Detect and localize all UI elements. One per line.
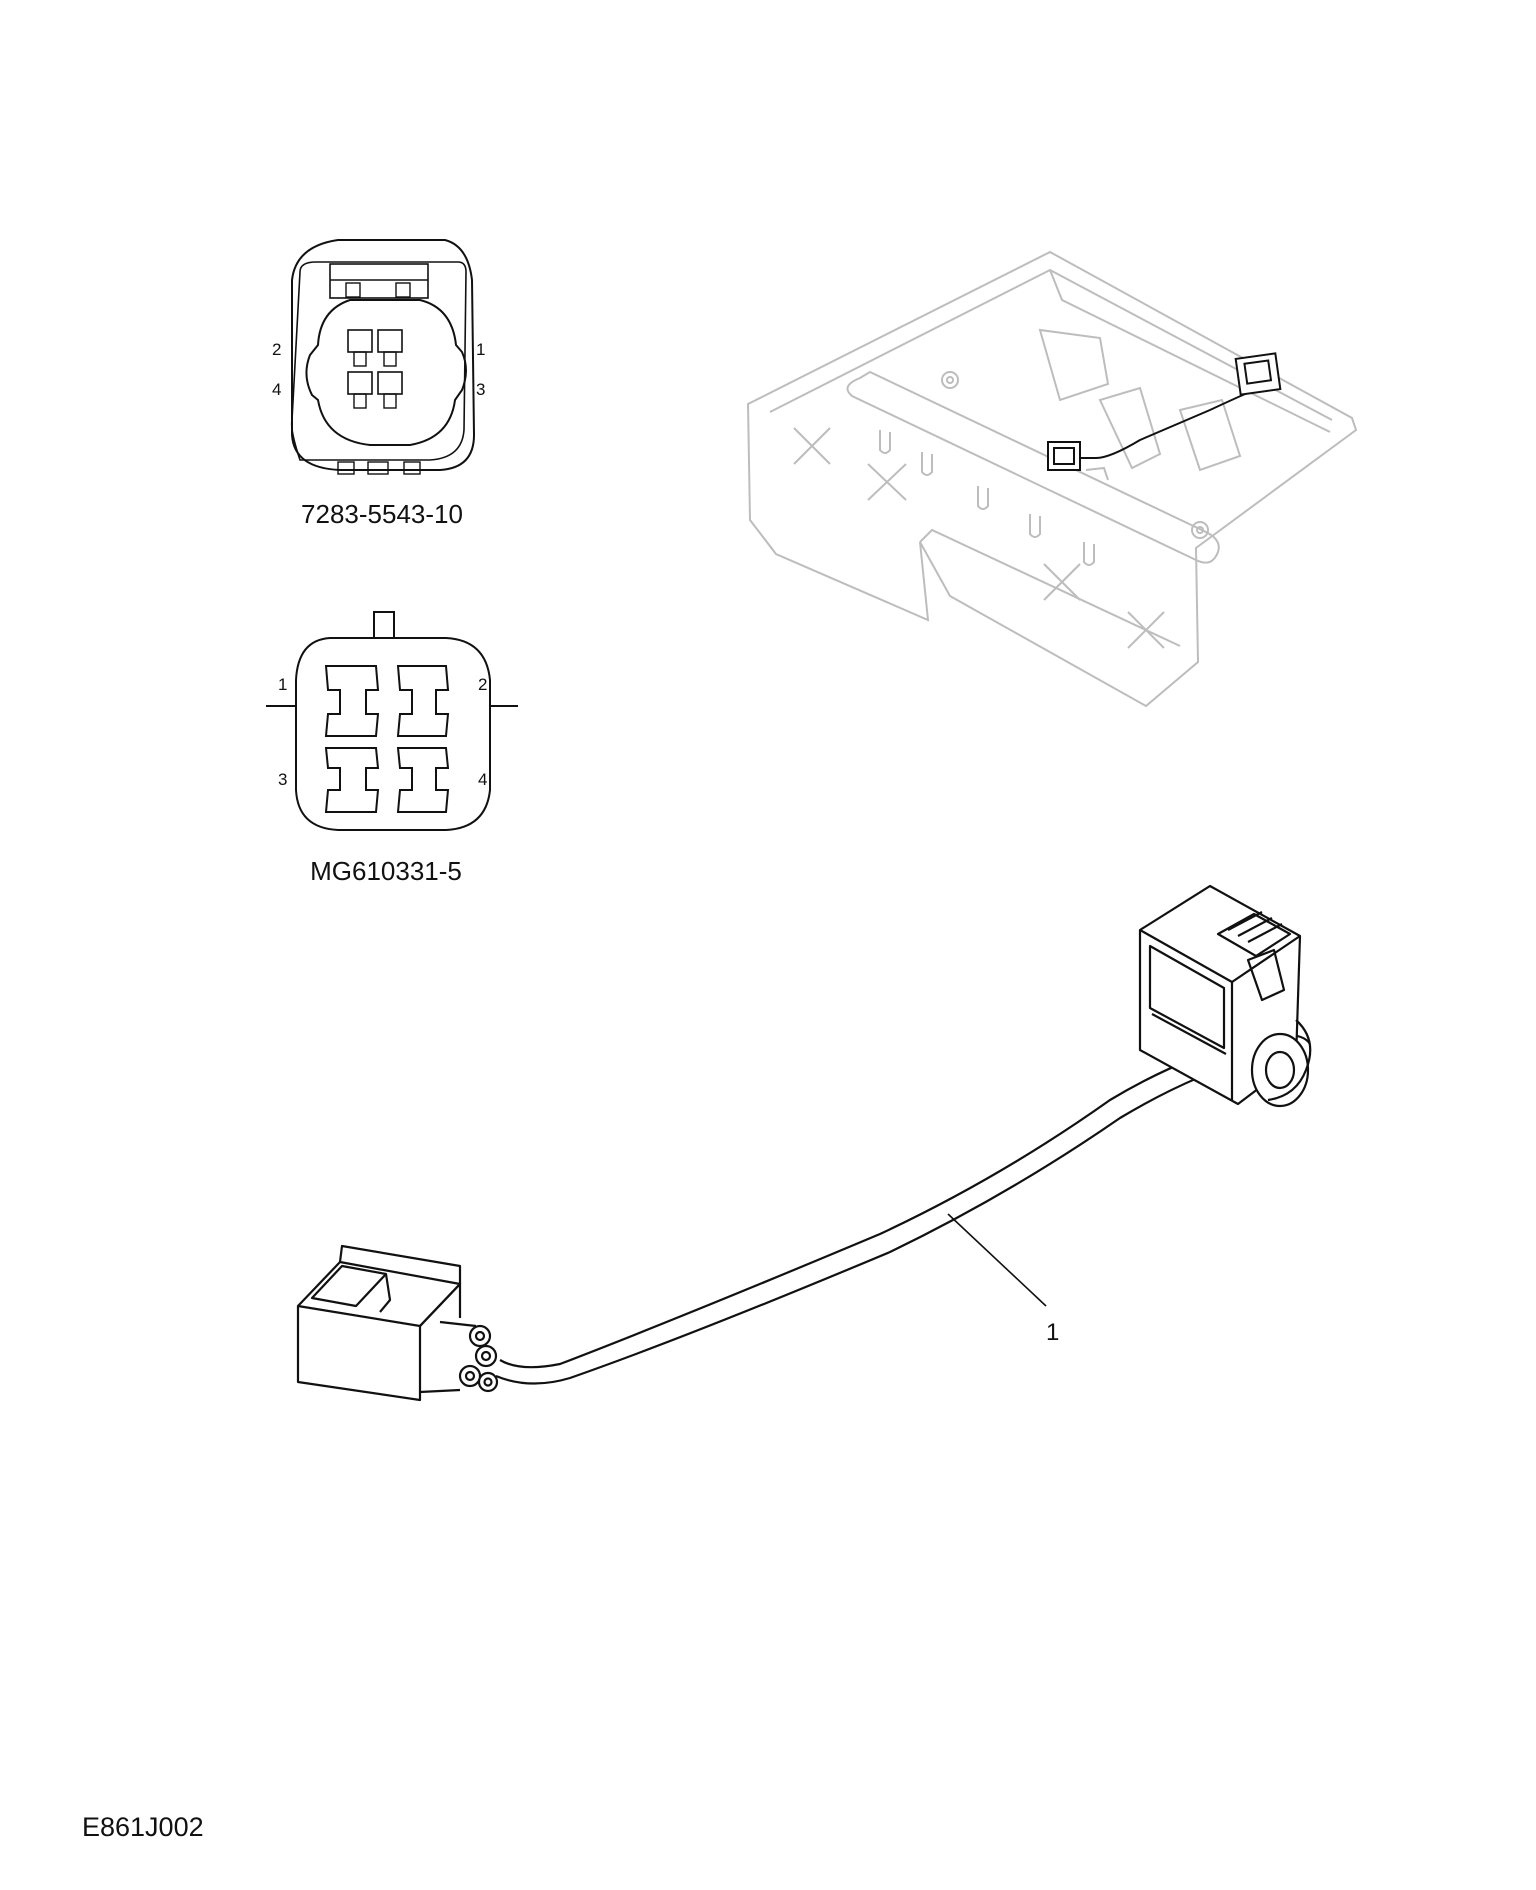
connector-face-icon xyxy=(266,611,518,831)
connector-face-icon xyxy=(290,239,476,475)
figure-id: E861J002 xyxy=(82,1812,204,1842)
vehicle-floor-location-icon xyxy=(746,250,1358,708)
connector-b-pin-3: 3 xyxy=(278,770,287,789)
connector-a-part-number: 7283-5543-10 xyxy=(301,499,463,529)
connector-a-pin-1: 1 xyxy=(476,340,485,359)
floor-harness-wire xyxy=(1047,352,1282,471)
connector-b-pin-1: 1 xyxy=(278,675,287,694)
connector-b-pin-4: 4 xyxy=(478,770,487,789)
connector-a-pin-3: 3 xyxy=(476,380,485,399)
connector-b-pin-2: 2 xyxy=(478,675,487,694)
connector-a-pin-4: 4 xyxy=(272,380,281,399)
harness-callout-1: 1 xyxy=(1046,1319,1059,1346)
connector-b-part-number: MG610331-5 xyxy=(310,856,462,886)
connector-a-pin-2: 2 xyxy=(272,340,281,359)
harness-assembly xyxy=(296,884,1312,1402)
